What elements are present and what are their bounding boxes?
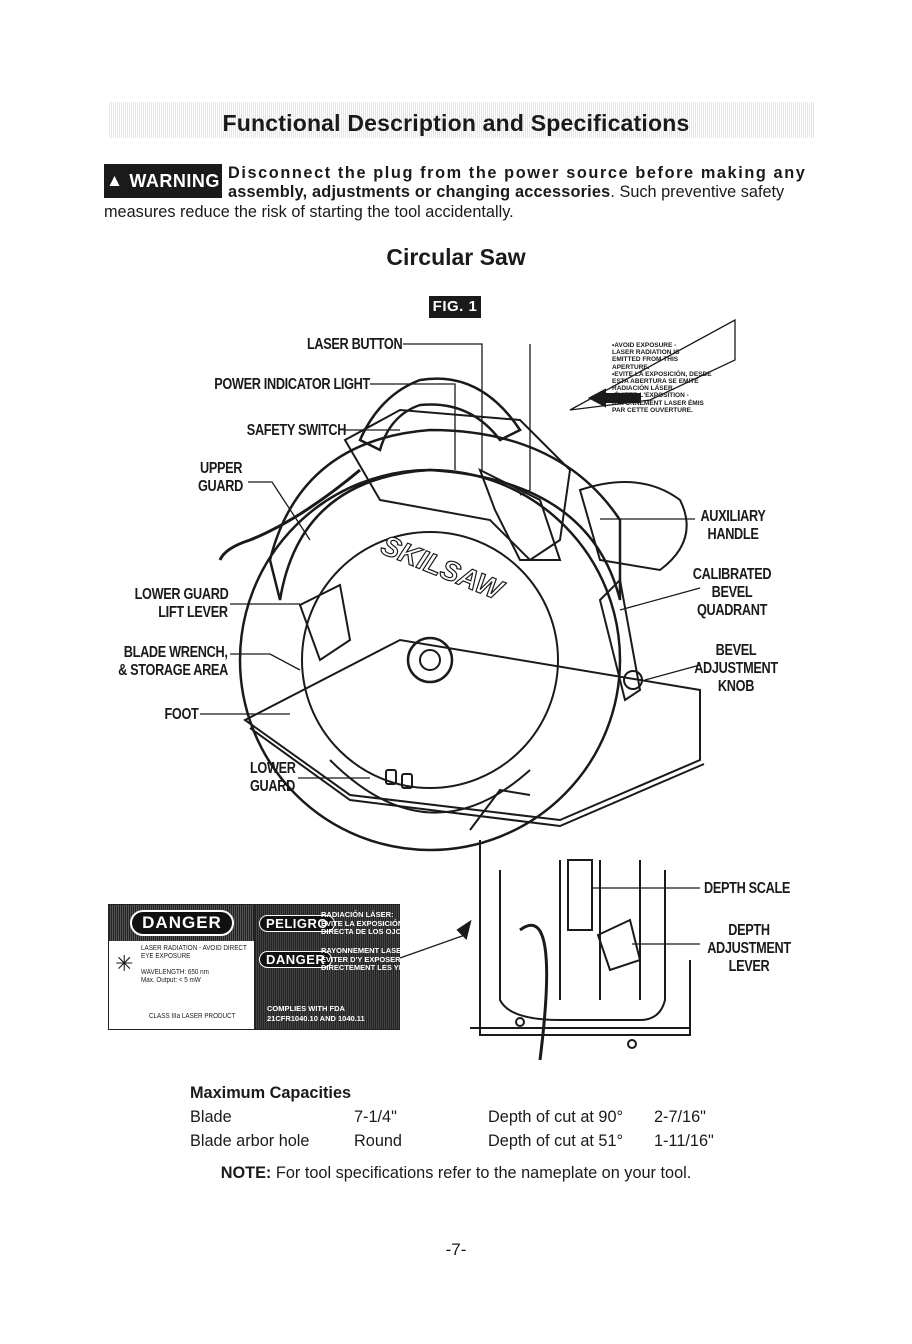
figure-label: FIG. 1 (429, 296, 481, 318)
warning-bold-1: Disconnect the plug from the power sourc… (228, 164, 807, 182)
saw-brand-mark: SKILSAW (377, 529, 509, 606)
warning-badge-label: WARNING (129, 170, 220, 191)
auxiliary-handle-shape (478, 467, 562, 561)
label-bevel-adjustment-knob-3: KNOB (717, 678, 755, 695)
warning-line-3: measures reduce the risk of starting the… (104, 203, 514, 221)
capacity-value-2: 1-11/16" (654, 1132, 714, 1150)
bevel-quadrant (598, 577, 642, 702)
subtitle: Circular Saw (386, 244, 526, 270)
label-blade-wrench-2: & STORAGE AREA (118, 662, 228, 679)
label-power-indicator-light: POWER INDICATOR LIGHT (214, 376, 370, 393)
danger-line-5: CLASS IIIa LASER PRODUCT (149, 1013, 236, 1020)
label-foot: FOOT (164, 706, 198, 723)
lower-guard-shape (329, 759, 531, 814)
label-bevel-adjustment-knob-2: ADJUSTMENT (694, 660, 778, 677)
title-band (108, 102, 814, 138)
arrow-icon (587, 388, 641, 408)
depth-lever-shape (596, 918, 642, 972)
danger-line-2: EYE EXPOSURE (141, 953, 191, 960)
note-label: NOTE: (220, 1164, 272, 1182)
foot-plate (243, 638, 701, 822)
warning-rest: . Such preventive safety (610, 183, 785, 201)
page-number: -7- (445, 1240, 467, 1259)
label-calibrated-bevel-quadrant-2: BEVEL (711, 584, 753, 601)
blade (238, 468, 622, 852)
warning-text: Disconnect the plug from the power sourc… (228, 164, 812, 202)
label-auxiliary-handle-1: AUXILIARY (700, 508, 766, 525)
capacity-value: Round (354, 1132, 402, 1150)
danger-fr-text: RAYONNEMENT LASER - ÉVITER D'Y EXPOSER D… (321, 946, 415, 972)
label-laser-button: LASER BUTTON (306, 336, 403, 353)
danger-line-4: Max. Output: < 5 mW (141, 977, 201, 984)
label-auxiliary-handle-2: HANDLE (707, 526, 759, 543)
label-lower-guard-1: LOWER (250, 760, 296, 777)
laser-starburst-icon: ✳ (115, 951, 134, 976)
capacity-label: Blade arbor hole (190, 1132, 310, 1150)
arbor-nut (406, 636, 454, 684)
label-depth-adjustment-lever-1: DEPTH (728, 922, 770, 939)
note-text: For tool specifications refer to the nam… (271, 1164, 692, 1182)
capacity-value-2: 2-7/16" (654, 1108, 706, 1126)
label-upper-guard-2: GUARD (198, 478, 243, 495)
danger-label-es-fr: PELIGRO RADIACIÓN LÁSER: EVITE LA EXPOSI… (254, 904, 414, 1030)
cfr-text: 21CFR1040.10 AND 1040.11 (267, 1014, 365, 1023)
power-cord (218, 468, 361, 561)
lift-lever (298, 583, 352, 662)
main-handle (358, 377, 522, 452)
label-bevel-adjustment-knob-1: BEVEL (715, 642, 757, 659)
peligro-pill: PELIGRO (259, 915, 336, 932)
upper-guard-shape (268, 428, 622, 601)
note: NOTE: For tool specifications refer to t… (0, 1164, 912, 1183)
label-safety-switch: SAFETY SWITCH (246, 422, 347, 439)
depth-scale-shape (567, 859, 593, 931)
danger-label-en: DANGER ✳ LASER RADIATION - AVOID DIRECT … (108, 904, 256, 1030)
label-depth-adjustment-lever-2: ADJUSTMENT (707, 940, 791, 957)
label-lower-guard-lift-lever-1: LOWER GUARD (134, 586, 228, 603)
label-calibrated-bevel-quadrant-3: QUADRANT (696, 602, 768, 619)
blade-face (301, 531, 559, 789)
label-blade-wrench-1: BLADE WRENCH, (124, 644, 228, 661)
label-depth-scale: DEPTH SCALE (704, 880, 791, 897)
inset-frame (479, 840, 691, 1036)
bevel-knob (623, 670, 643, 690)
laser-sticker-outline (569, 318, 736, 411)
capacity-label-2: Depth of cut at 51° (488, 1132, 624, 1150)
capacities-title: Maximum Capacities (190, 1084, 352, 1102)
label-lower-guard-2: GUARD (250, 778, 295, 795)
laser-sticker-text: •AVOID EXPOSURE - LASER RADIATION IS EMI… (612, 342, 712, 414)
danger-fr-pill: DANGER (259, 951, 333, 968)
danger-pill: DANGER (130, 910, 234, 936)
label-depth-adjustment-lever-3: LEVER (728, 958, 770, 975)
label-lower-guard-lift-lever-2: LIFT LEVER (158, 604, 229, 621)
warning-icon: ▲ (106, 171, 124, 190)
capacity-label: Blade (190, 1108, 232, 1126)
inset-cord (519, 923, 549, 1061)
motor-end (578, 481, 688, 572)
peligro-text: RADIACIÓN LÁSER: EVITE LA EXPOSICIÓN DIR… (321, 910, 407, 936)
label-calibrated-bevel-quadrant-1: CALIBRATED (692, 566, 772, 583)
warning-badge: ▲ WARNING (104, 164, 222, 198)
warning-bold-2: assembly, adjustments or changing access… (228, 183, 611, 201)
label-upper-guard-1: UPPER (200, 460, 243, 477)
capacity-value: 7-1/4" (354, 1108, 397, 1126)
capacity-label-2: Depth of cut at 90° (488, 1108, 624, 1126)
section-title: Functional Description and Specification… (222, 110, 690, 136)
motor-housing (343, 408, 572, 562)
danger-line-1: LASER RADIATION - AVOID DIRECT (141, 945, 247, 952)
complies-text: COMPLIES WITH FDA (267, 1004, 345, 1013)
danger-header: DANGER (109, 905, 255, 941)
danger-line-3: WAVELENGTH: 650 nm (141, 969, 209, 976)
